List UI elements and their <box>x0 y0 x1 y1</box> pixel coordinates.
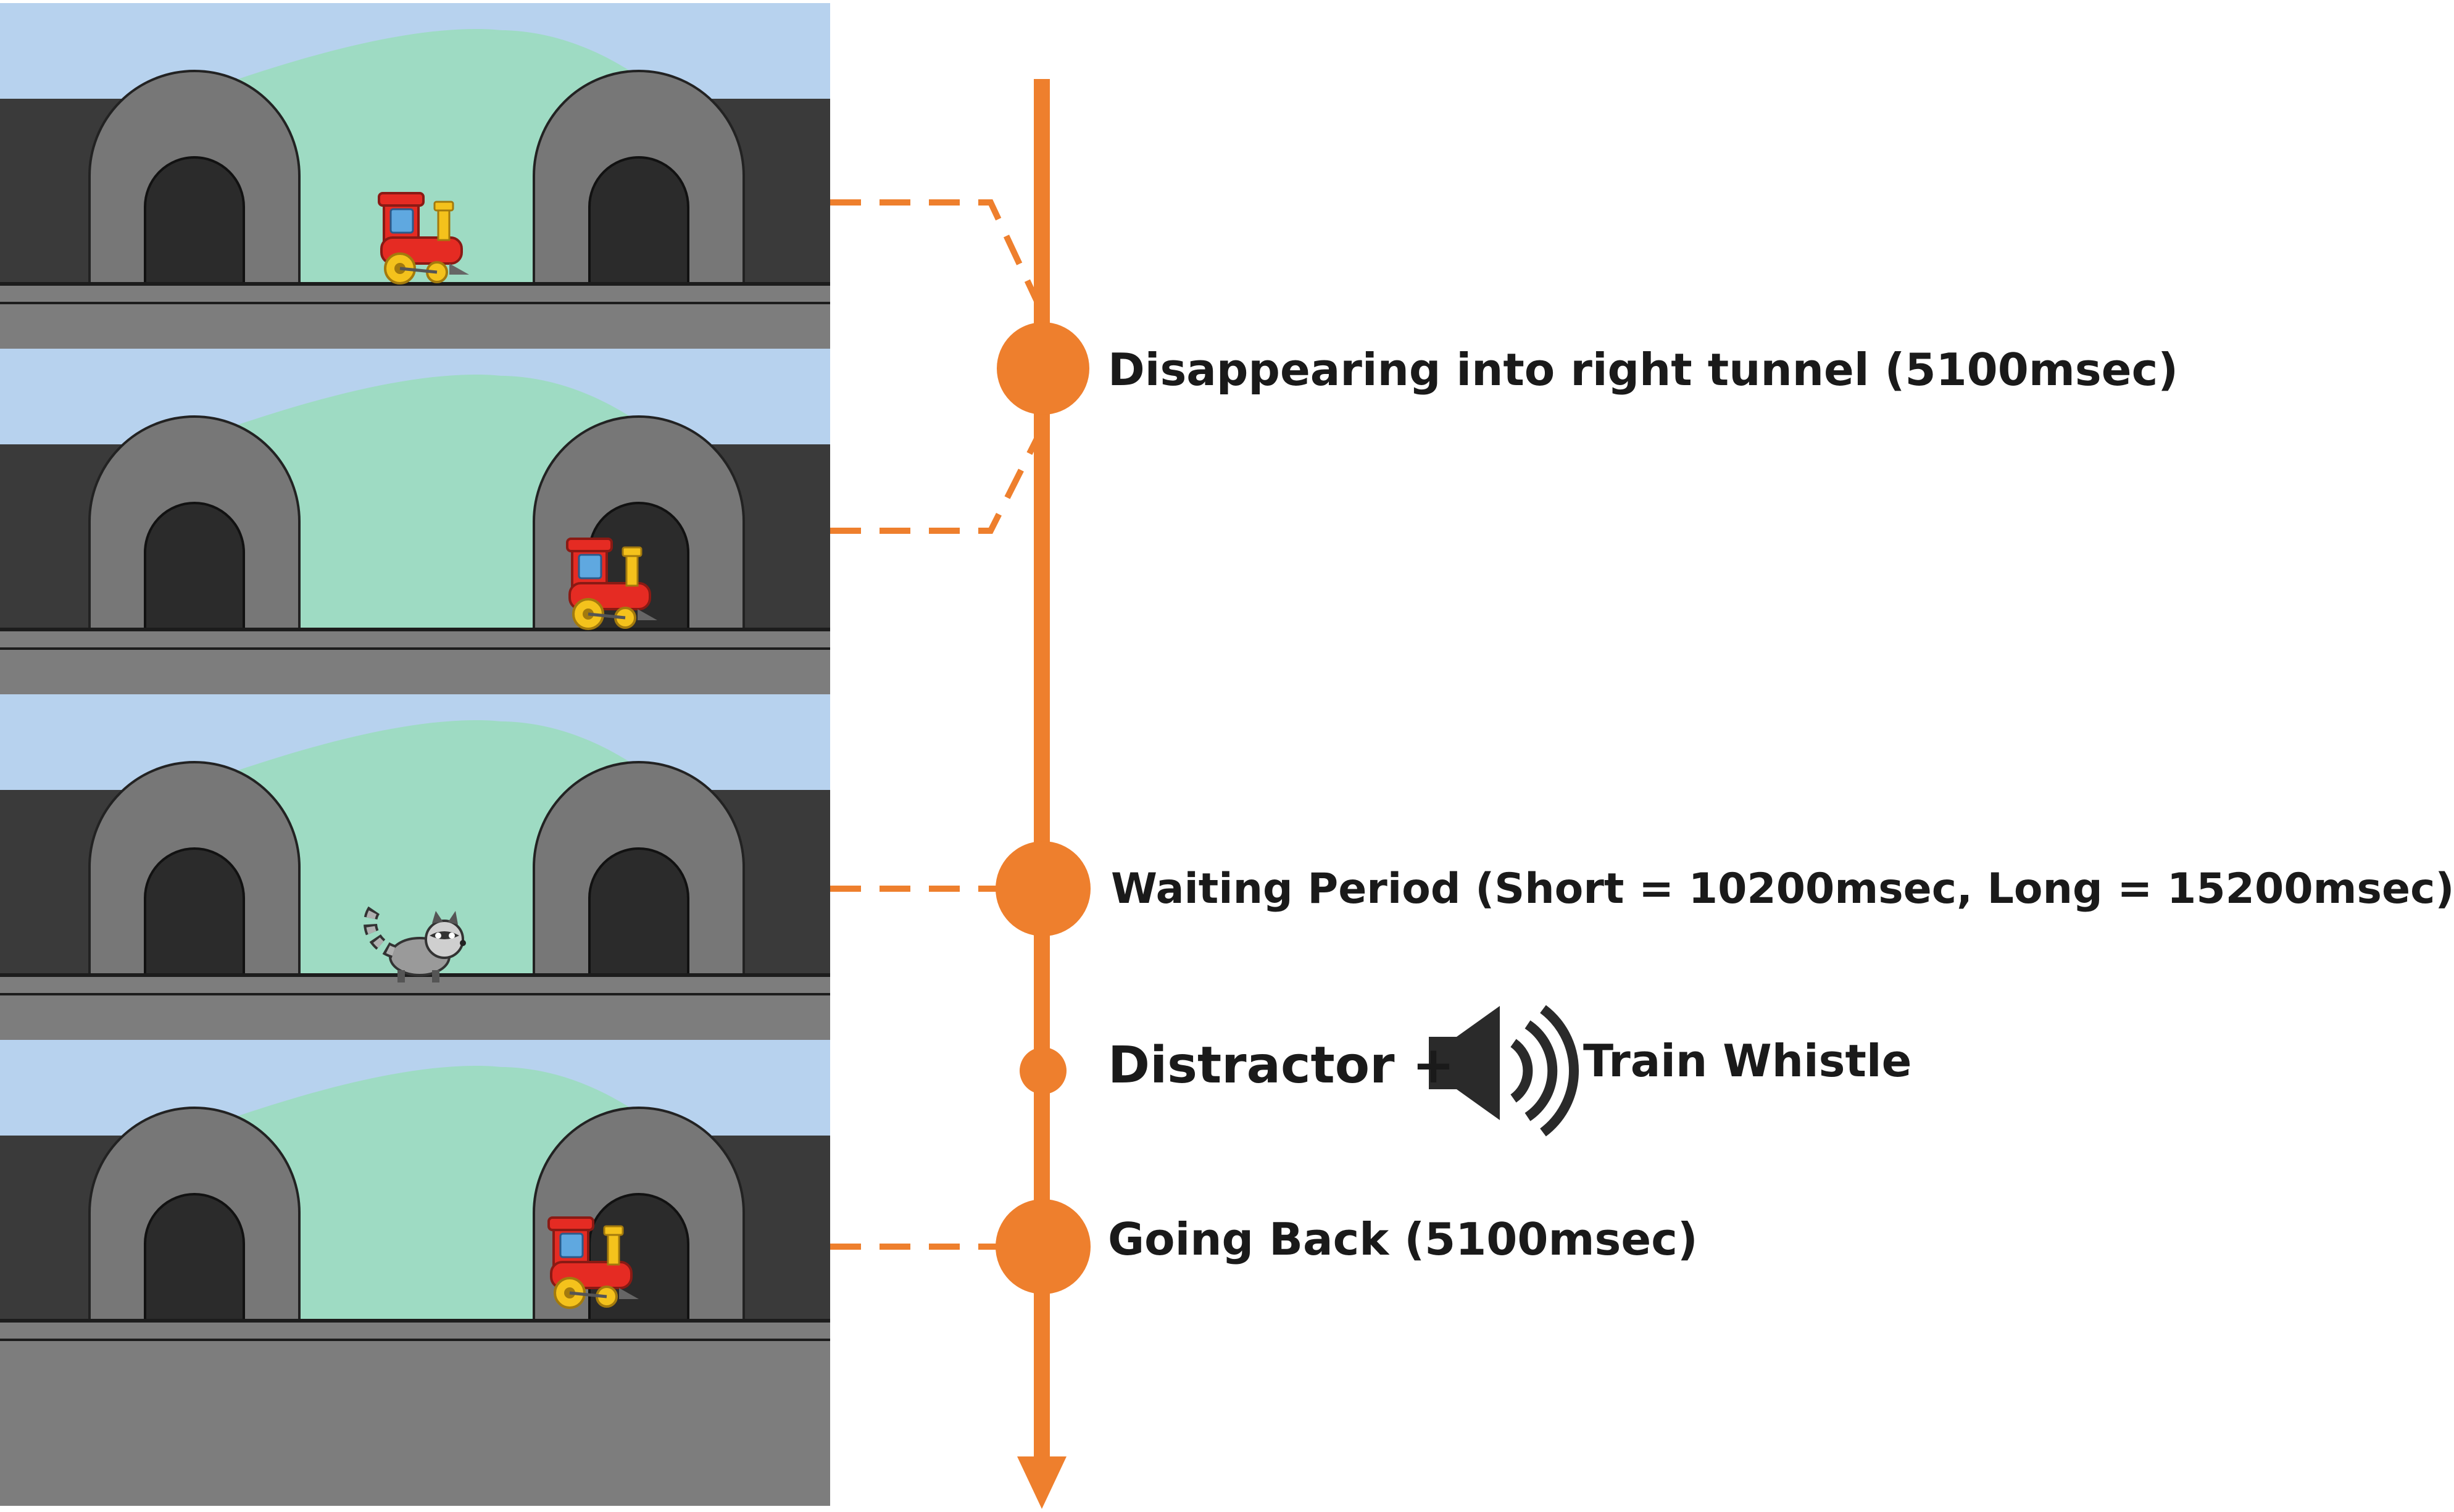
event-label-distractor: Distractor + <box>1108 1036 1455 1095</box>
event-label-disappearing: Disappearing into right tunnel (5100msec… <box>1108 344 2179 396</box>
scene-1 <box>0 3 830 349</box>
speaker-sound-icon <box>1429 1005 1579 1137</box>
connector-scene-2 <box>830 427 1045 534</box>
scene-3 <box>0 694 830 1040</box>
event-label-waiting: Waiting Period (Short = 10200msec, Long … <box>1111 865 2454 913</box>
scene-4 <box>0 1040 830 1385</box>
connector-scene-1 <box>830 199 1045 314</box>
event-label-whistle: Train Whistle <box>1583 1035 1912 1087</box>
event-marker-distractor <box>1020 1047 1067 1094</box>
event-marker-disappearing <box>997 322 1089 415</box>
event-marker-going-back <box>996 1199 1091 1294</box>
timeline-arrowhead <box>1017 1456 1067 1509</box>
scene-4-ground-extension <box>0 1385 830 1506</box>
scene-2 <box>0 349 830 694</box>
experiment-timeline-diagram <box>0 0 1579 1509</box>
event-label-going-back: Going Back (5100msec) <box>1108 1213 1698 1265</box>
raccoon-icon <box>363 902 466 982</box>
event-marker-waiting <box>996 841 1091 936</box>
